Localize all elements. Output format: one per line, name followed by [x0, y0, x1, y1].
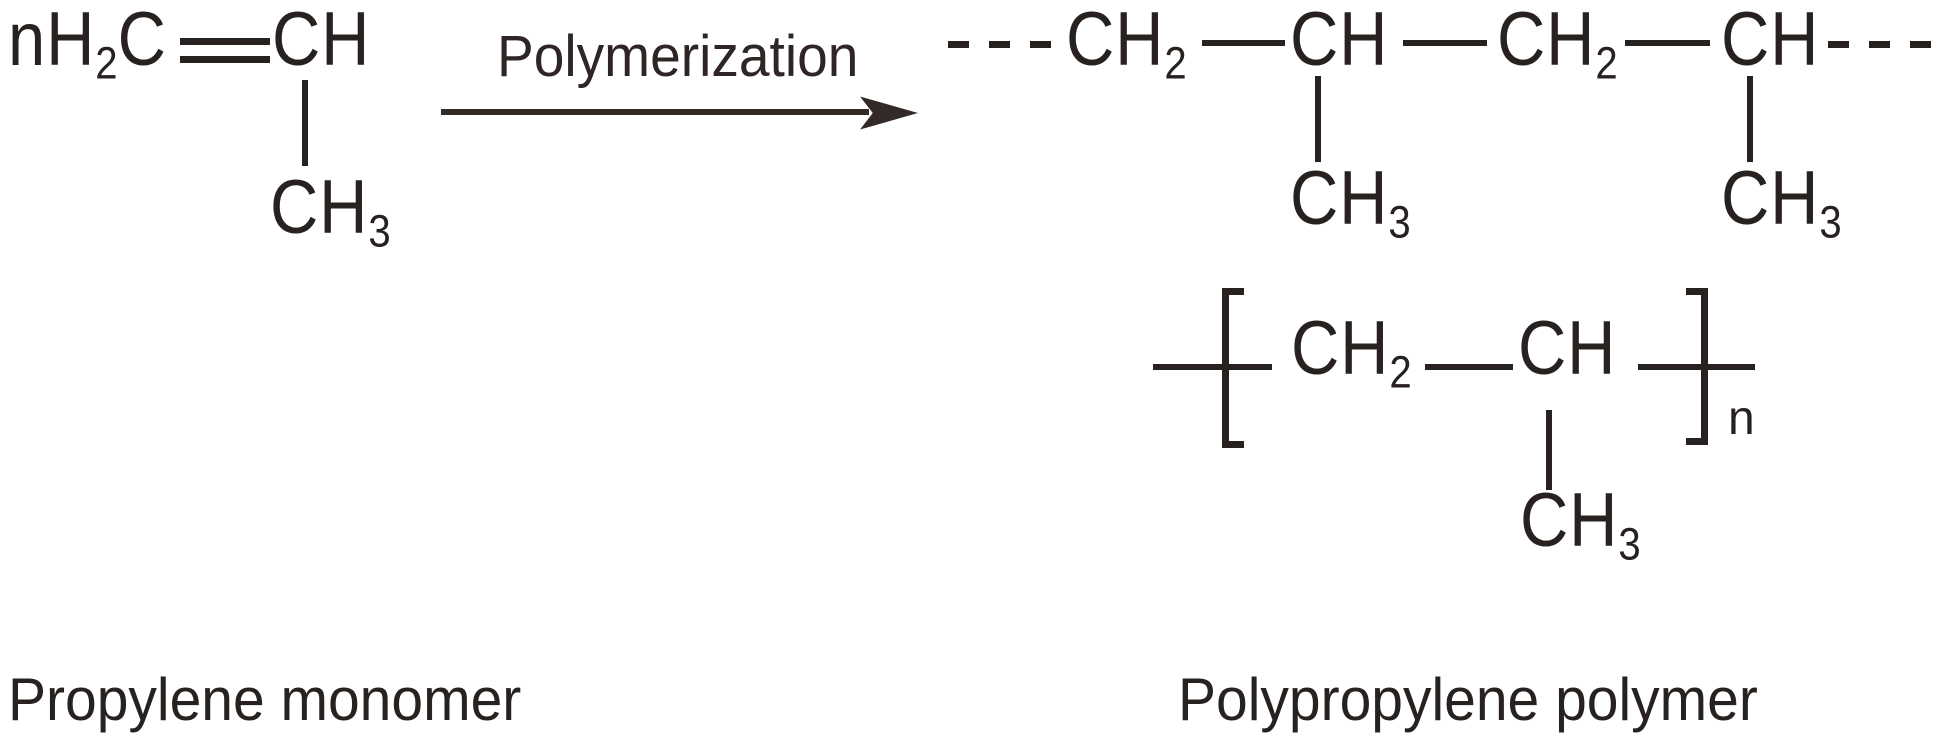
chain-dashes-left [948, 41, 1056, 48]
monomer-prefix: nH [8, 0, 96, 82]
polymerization-label: Polymerization [497, 24, 859, 89]
monomer-methyl: CH [270, 165, 369, 250]
repeat-bond-left [1153, 364, 1272, 370]
chain-ch2-first: CH2 [1066, 2, 1187, 86]
chain-ch-second: CH [1721, 0, 1820, 82]
chain-ch2-subscript: 2 [1164, 37, 1187, 89]
chain-methyl-subscript: 3 [1819, 196, 1842, 248]
chain-ch2-second: CH2 [1497, 2, 1618, 86]
chain-bond-1 [1202, 40, 1285, 46]
repeat-n-subscript: n [1728, 392, 1755, 445]
chain-methyl-bond-2 [1747, 76, 1753, 162]
reaction-arrow-line [441, 109, 869, 115]
polymer-caption: Polypropylene polymer [1178, 666, 1758, 733]
chain-methyl-group-1: CH3 [1290, 161, 1411, 245]
chain-bond-2 [1403, 40, 1487, 46]
monomer-methyl-subscript: 3 [368, 205, 391, 257]
monomer-ch: CH [272, 0, 371, 82]
chain-methyl-text: CH [1290, 156, 1389, 241]
monomer-prefix-subscript: 2 [95, 37, 118, 89]
chain-methyl-subscript: 3 [1388, 196, 1411, 248]
chain-ch2-subscript: 2 [1595, 37, 1618, 89]
repeat-open-bracket [1222, 288, 1244, 448]
chain-bond-3 [1625, 40, 1710, 46]
monomer-carbon: C [117, 0, 167, 82]
chain-dashes-right [1828, 41, 1936, 48]
repeat-methyl-text: CH [1520, 478, 1619, 563]
repeat-methyl-group: CH3 [1520, 483, 1641, 567]
chain-ch2-text: CH [1497, 0, 1596, 82]
repeat-methyl-bond [1546, 410, 1552, 490]
chain-methyl-bond-1 [1315, 76, 1321, 162]
repeat-bond-right [1638, 364, 1755, 370]
double-bond [180, 38, 270, 63]
chain-ch2-text: CH [1066, 0, 1165, 82]
monomer-caption: Propylene monomer [8, 666, 522, 733]
chain-ch-first: CH [1290, 0, 1389, 82]
chain-methyl-group-2: CH3 [1721, 161, 1842, 245]
repeat-close-bracket [1686, 288, 1708, 445]
chain-methyl-text: CH [1721, 156, 1820, 241]
repeat-ch2-subscript: 2 [1389, 346, 1412, 398]
repeat-ch: CH [1518, 306, 1617, 391]
repeat-methyl-subscript: 3 [1618, 518, 1641, 570]
repeat-ch2: CH2 [1291, 311, 1412, 395]
repeat-ch2-text: CH [1291, 306, 1390, 391]
repeat-bond-mid [1425, 364, 1513, 370]
monomer-methyl-group: CH3 [270, 170, 391, 254]
monomer-formula-left: nH2C [8, 2, 167, 86]
monomer-methyl-bond [302, 80, 308, 166]
